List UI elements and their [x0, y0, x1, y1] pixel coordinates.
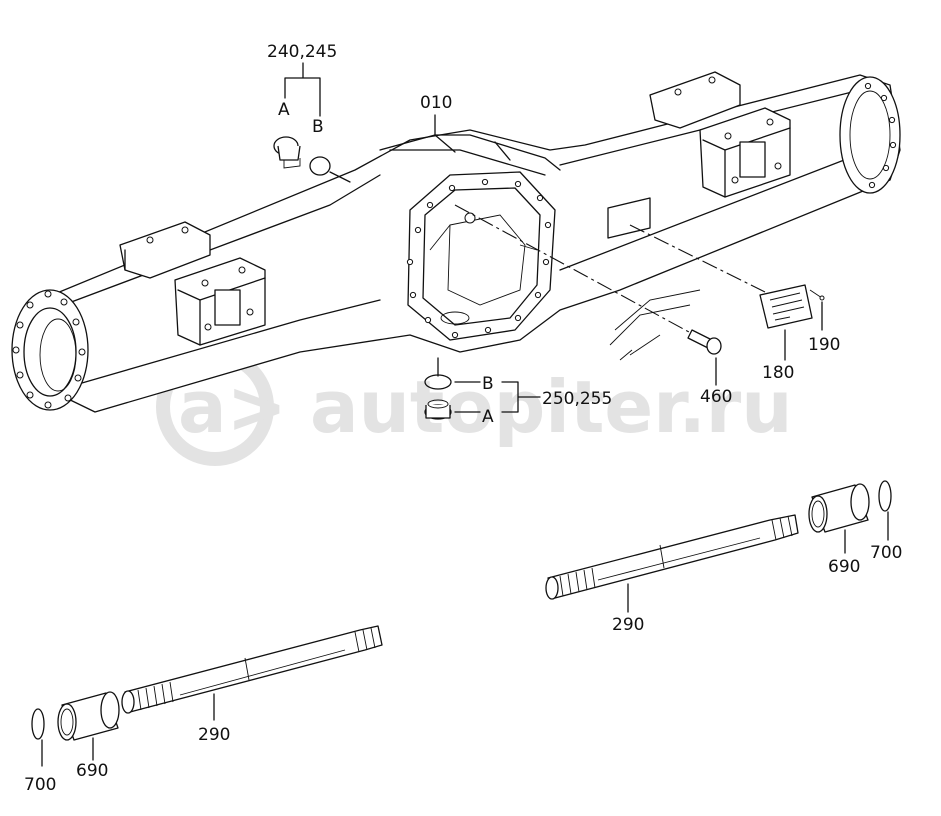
callout-bottom-a: A: [482, 407, 494, 427]
drain-plug-a-top: [273, 136, 301, 169]
axle-shaft-right: [545, 514, 799, 600]
part-label-010: 010: [420, 93, 452, 113]
snap-ring-700-left: [31, 708, 45, 740]
part-label-290-left: 290: [198, 725, 230, 745]
bushing-690-left: [57, 691, 120, 741]
part-label-180: 180: [762, 363, 794, 383]
watermark: a> autopiter.ru: [156, 348, 793, 466]
right-flange-bolt-holes: [864, 82, 897, 189]
carrier-opening: [406, 171, 556, 341]
axle-shaft-left: [121, 625, 383, 714]
part-label-460: 460: [700, 387, 732, 407]
part-label-700-right: 700: [870, 543, 902, 563]
axle-housing: [11, 71, 901, 413]
bolt-460: [687, 329, 722, 355]
right-mount-pad: [649, 71, 791, 198]
bottom-plug-group: B A 250,255: [424, 357, 612, 427]
nameplate-180: [759, 284, 813, 329]
left-mount-pad: [119, 221, 266, 346]
assembly-dashline-plate: [629, 224, 766, 293]
o-ring-b-bottom: [424, 374, 452, 390]
nameplate-recess: [607, 197, 651, 239]
part-label-690-right: 690: [828, 557, 860, 577]
part-label-250-255: 250,255: [542, 389, 612, 409]
part-label-240-245: 240,245: [267, 42, 337, 62]
callout-top-b: B: [312, 117, 324, 137]
callout-bottom-b: B: [482, 374, 494, 394]
ghost-bracket: [609, 289, 701, 361]
rivet-190: [809, 289, 825, 301]
callout-top-a: A: [278, 100, 290, 120]
part-label-700-left: 700: [24, 775, 56, 795]
top-plug-group: 240,245 A B: [267, 42, 351, 183]
left-flange-bolt-holes: [12, 290, 86, 409]
part-label-290-right: 290: [612, 615, 644, 635]
snap-ring-700-right: [878, 480, 892, 512]
drain-plug-a-bottom: [424, 399, 452, 420]
part-label-190: 190: [808, 335, 840, 355]
assembly-dashline-bolt: [454, 204, 701, 339]
o-ring-b-top: [309, 156, 331, 176]
bushing-690-right: [808, 483, 870, 533]
part-label-690-left: 690: [76, 761, 108, 781]
watermark-text: autopiter.ru: [310, 365, 793, 449]
